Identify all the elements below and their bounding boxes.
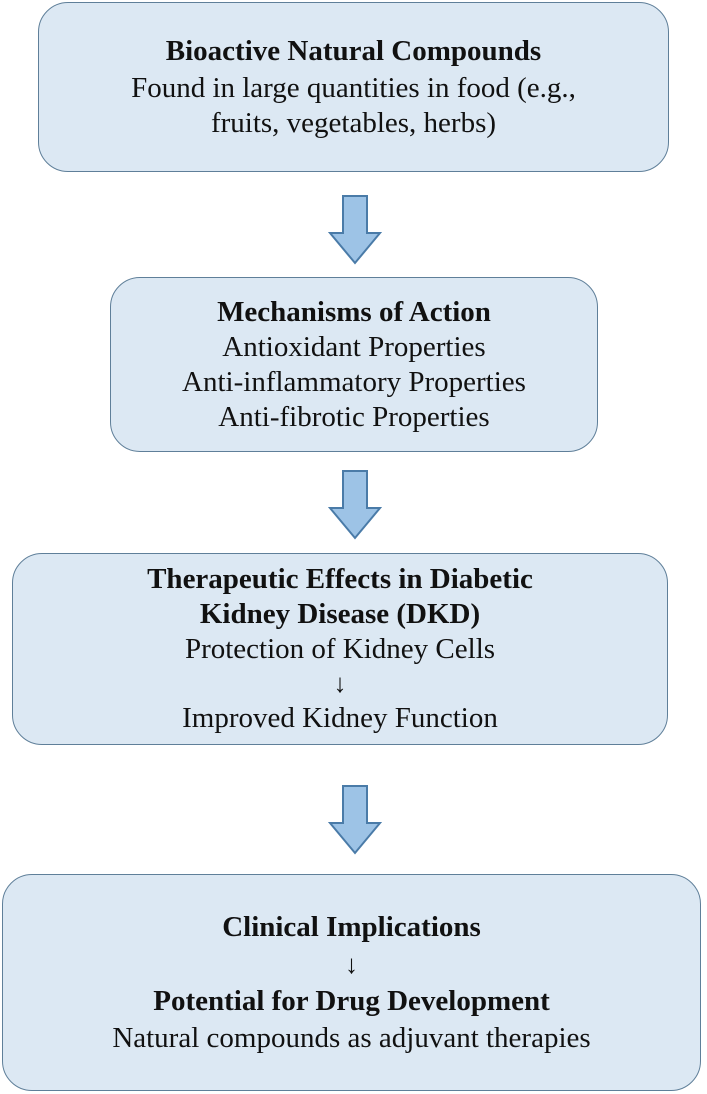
effect-protection: Protection of Kidney Cells — [184, 633, 496, 665]
mechanism-anti-inflammatory: Anti-inflammatory Properties — [182, 365, 526, 398]
inner-down-arrow: ↓ — [345, 949, 358, 979]
compounds-box: Bioactive Natural Compounds Found in lar… — [38, 2, 669, 172]
drug-development-subtitle: Potential for Drug Development — [153, 984, 550, 1017]
therapeutic-effects-box: Therapeutic Effects in Diabetic Kidney D… — [12, 553, 668, 745]
compounds-line-1: Found in large quantities in food (e.g., — [131, 71, 576, 104]
effect-improved-function: Improved Kidney Function — [182, 702, 498, 734]
mechanisms-box: Mechanisms of Action Antioxidant Propert… — [110, 277, 598, 452]
compounds-line-2: fruits, vegetables, herbs) — [210, 106, 497, 139]
compounds-title: Bioactive Natural Compounds — [165, 34, 542, 67]
down-arrow-icon — [328, 470, 382, 540]
inner-down-arrow: ↓ — [333, 669, 347, 698]
mechanism-anti-fibrotic: Anti-fibrotic Properties — [218, 400, 490, 433]
down-arrow-icon — [328, 785, 382, 855]
clinical-implications-box: Clinical Implications ↓ Potential for Dr… — [2, 874, 701, 1091]
mechanism-antioxidant: Antioxidant Properties — [222, 330, 486, 363]
therapeutic-title-line-1: Therapeutic Effects in Diabetic — [147, 563, 533, 595]
clinical-title: Clinical Implications — [222, 910, 481, 943]
adjuvant-therapies-line: Natural compounds as adjuvant therapies — [112, 1021, 591, 1054]
therapeutic-title-line-2: Kidney Disease (DKD) — [199, 598, 481, 630]
mechanisms-title: Mechanisms of Action — [217, 295, 491, 328]
down-arrow-icon — [328, 195, 382, 265]
